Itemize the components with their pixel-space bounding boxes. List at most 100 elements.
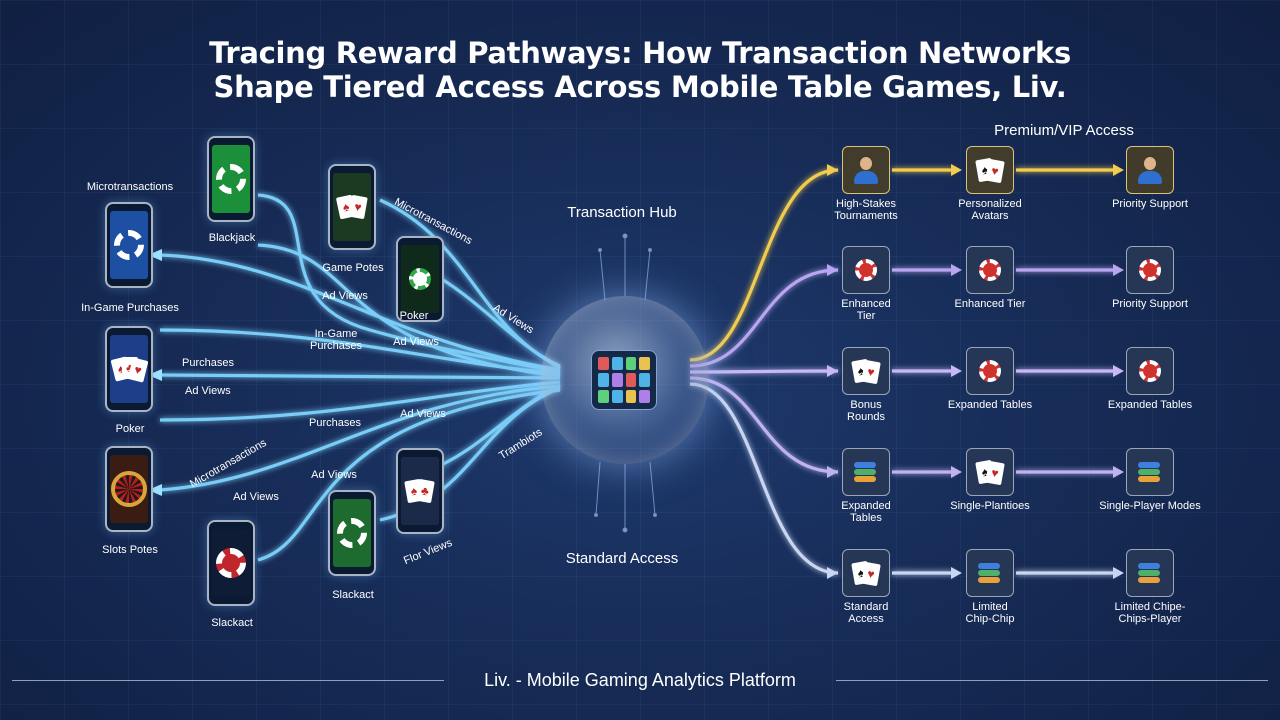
flow-label: Purchases (309, 417, 361, 429)
flow-line (159, 253, 561, 372)
playing-cards-icon: ♠♥ (335, 192, 368, 222)
tier-flow-line (689, 369, 839, 374)
playing-cards-icon: ♠♣♥ (110, 354, 149, 384)
tier-flow-line (689, 168, 839, 362)
tier-tile[interactable]: ♠♥ (842, 347, 890, 395)
hub-dashboard-icon (591, 350, 657, 410)
flow-arrow-left (148, 249, 162, 261)
tier-tile[interactable] (842, 246, 890, 294)
poker-chip-icon (216, 164, 246, 194)
chip-stack-icon (1136, 458, 1164, 486)
phone-slots[interactable] (105, 446, 153, 532)
flow-label: Purchases (182, 357, 234, 369)
poker-chip-icon (409, 268, 431, 290)
phone-poker-small[interactable] (396, 236, 444, 322)
tier-tile[interactable] (966, 347, 1014, 395)
tier-label: Expanded Tables (947, 399, 1033, 411)
flow-line (159, 373, 561, 380)
flow-line (429, 383, 561, 472)
source-label: Game Potes (322, 262, 384, 274)
poker-chip-icon (216, 548, 246, 578)
tier-tile[interactable] (966, 246, 1014, 294)
tier-tile[interactable] (1126, 246, 1174, 294)
hub-label: Transaction Hub (567, 204, 677, 221)
tier-tile[interactable] (966, 549, 1014, 597)
tier-flow-line (689, 268, 839, 368)
source-label: Slackact (332, 589, 374, 601)
flow-label: Ad Views (233, 491, 279, 503)
tier-label: Priority Support (1112, 198, 1188, 210)
source-label: Slots Potes (102, 544, 158, 556)
source-label: Poker (115, 423, 145, 435)
tier-tile[interactable] (1126, 146, 1174, 194)
footer-divider-right (836, 680, 1268, 681)
playing-cards-icon: ♠♣ (404, 476, 436, 506)
flow-arrow-right (951, 365, 962, 377)
flow-label: Purchases (310, 340, 362, 352)
phone-game-potes[interactable]: ♠♥ (328, 164, 376, 250)
tier-tile[interactable] (842, 146, 890, 194)
chip-stack-icon (1136, 559, 1164, 587)
title-line-2: Shape Tiered Access Across Mobile Table … (213, 70, 1067, 104)
flow-arrow-right (951, 164, 962, 176)
flow-label: Ad Views (393, 336, 439, 348)
flow-label: In-Game (314, 328, 358, 340)
tier-tile[interactable]: ♠♥ (966, 146, 1014, 194)
tier-tile[interactable]: ♠♥ (842, 549, 890, 597)
chip-stack-icon (852, 458, 880, 486)
footer-text: Liv. - Mobile Gaming Analytics Platform (484, 670, 796, 690)
standard-access-label: Standard Access (565, 550, 679, 567)
tier-flow-line (689, 376, 839, 474)
poker-chip-icon (1139, 360, 1161, 382)
playing-cards-icon: ♠♥ (974, 457, 1006, 487)
tier-label: Limited Chipe-Chips-Player (1114, 601, 1186, 625)
flow-line (159, 384, 561, 492)
flow-arrow-right (951, 567, 962, 579)
poker-chip-icon (114, 230, 144, 260)
roulette-wheel-icon (111, 471, 147, 507)
flow-arrow-right (827, 164, 838, 176)
flow-arrow-right (951, 466, 962, 478)
poker-chip-icon (979, 259, 1001, 281)
phone-blackjack[interactable] (207, 136, 255, 222)
phone-slackact-green[interactable] (328, 490, 376, 576)
flow-line (257, 193, 561, 374)
phone-in-game-purchases[interactable] (105, 202, 153, 288)
flow-arrow-left (148, 484, 162, 496)
tier-flow-line (689, 382, 839, 575)
poker-chip-icon (979, 360, 1001, 382)
tier-tile[interactable] (1126, 347, 1174, 395)
transaction-hub[interactable] (541, 296, 709, 464)
source-label: Poker (399, 310, 429, 322)
playing-cards-icon: ♠♥ (974, 155, 1006, 185)
tier-label: Single-Player Modes (1099, 500, 1201, 512)
phone-poker[interactable]: ♠♣♥ (105, 326, 153, 412)
poker-chip-icon (855, 259, 877, 281)
tier-tile[interactable] (1126, 549, 1174, 597)
source-label: In-Game Purchases (81, 302, 179, 314)
tier-tile[interactable] (842, 448, 890, 496)
premium-header: Premium/VIP Access (994, 122, 1134, 139)
playing-cards-icon: ♠♥ (850, 356, 882, 386)
tier-label: Expanded Tables (1107, 399, 1193, 411)
source-label: Slackact (211, 617, 253, 629)
flow-arrow-right (1113, 567, 1124, 579)
tier-tile[interactable]: ♠♥ (966, 448, 1014, 496)
tier-label: Priority Support (1112, 298, 1188, 310)
phone-slackact-red[interactable] (207, 520, 255, 606)
flow-arrow-right (827, 466, 838, 478)
phone-cards-small[interactable]: ♠♣ (396, 448, 444, 534)
player-avatar-icon (851, 155, 881, 185)
flow-arrow-right (827, 567, 838, 579)
flow-label: Ad Views (322, 290, 368, 302)
flow-arrow-right (1113, 264, 1124, 276)
poker-chip-icon (1139, 259, 1161, 281)
tier-tile[interactable] (1126, 448, 1174, 496)
flow-arrow-right (1113, 466, 1124, 478)
flow-line (159, 380, 561, 422)
